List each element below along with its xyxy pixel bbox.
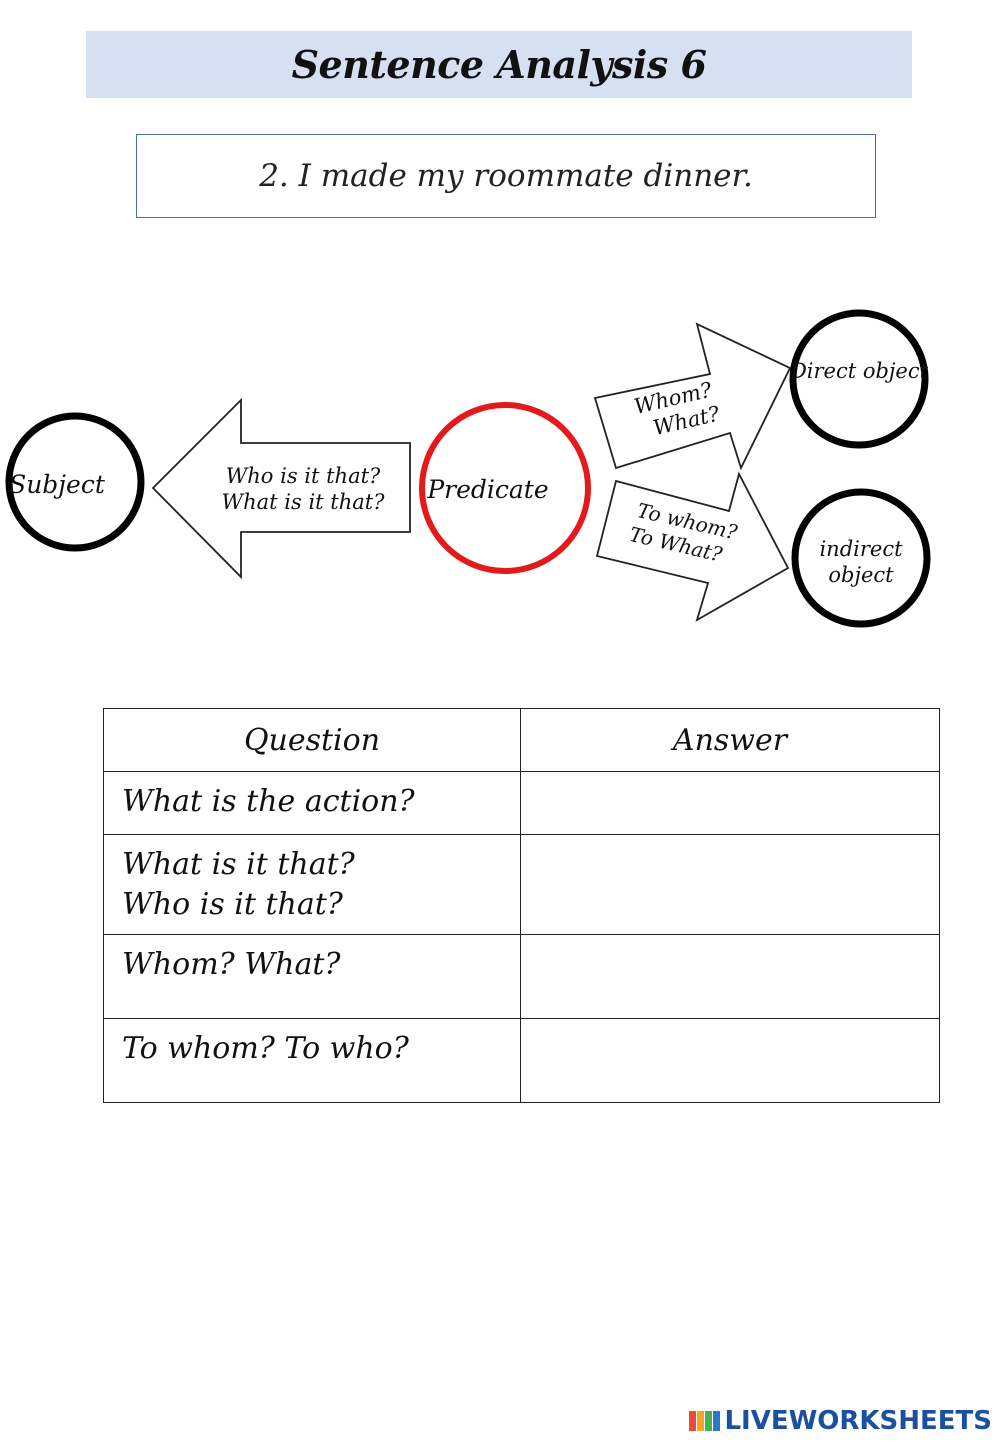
question-cell: To whom? To who? [103, 1018, 521, 1103]
subject-label: Subject [9, 470, 106, 499]
question-cell: What is it that? Who is it that? [103, 834, 521, 935]
table-row: What is the action? [103, 771, 940, 835]
table-row: Whom? What? [103, 934, 940, 1019]
answer-cell[interactable] [520, 834, 940, 935]
direct-object-label: Direct object [789, 359, 929, 383]
question-cell: Whom? What? [103, 934, 521, 1019]
liveworksheets-logo-icon [689, 1411, 721, 1431]
direct-object-arrow [593, 322, 792, 471]
answer-cell[interactable] [520, 934, 940, 1019]
table-header-row: Question Answer [103, 708, 940, 772]
question-text: What is the action? [122, 784, 415, 819]
sentence-text: 2. I made my roommate dinner. [259, 158, 753, 194]
answer-cell[interactable] [520, 771, 940, 835]
header-answer: Answer [520, 708, 940, 772]
question-text: Who is it that? [122, 887, 343, 922]
question-text: Whom? What? [122, 947, 341, 982]
subject-arrow-line-1: Who is it that? [226, 464, 381, 488]
answer-cell[interactable] [520, 1018, 940, 1103]
table-row: To whom? To who? [103, 1018, 940, 1103]
sentence-box: 2. I made my roommate dinner. [136, 134, 876, 218]
indirect-object-circle [791, 488, 931, 628]
subject-arrow [151, 397, 411, 580]
header-question: Question [103, 708, 521, 772]
subject-circle [5, 412, 145, 552]
table-row: What is it that? Who is it that? [103, 834, 940, 935]
indirect-object-label-line-1: indirect [819, 537, 903, 561]
subject-arrow-line-2: What is it that? [222, 490, 386, 514]
question-text: To whom? To who? [122, 1031, 409, 1066]
sentence-diagram: Subject Who is it that? What is it that?… [5, 309, 931, 628]
predicate-label: Predicate [426, 475, 548, 504]
page-title: Sentence Analysis 6 [291, 42, 707, 87]
predicate-circle [419, 402, 591, 574]
question-text: What is it that? [122, 847, 355, 882]
question-answer-table: Question Answer What is the action? What… [103, 708, 940, 1103]
indirect-object-label-line-2: object [828, 563, 894, 587]
question-cell: What is the action? [103, 771, 521, 835]
indirect-object-arrow [595, 471, 790, 622]
liveworksheets-brand: LIVEWORKSHEETS [689, 1406, 992, 1436]
brand-text: LIVEWORKSHEETS [724, 1406, 992, 1436]
title-band: Sentence Analysis 6 [86, 31, 912, 98]
direct-object-circle [789, 309, 929, 449]
